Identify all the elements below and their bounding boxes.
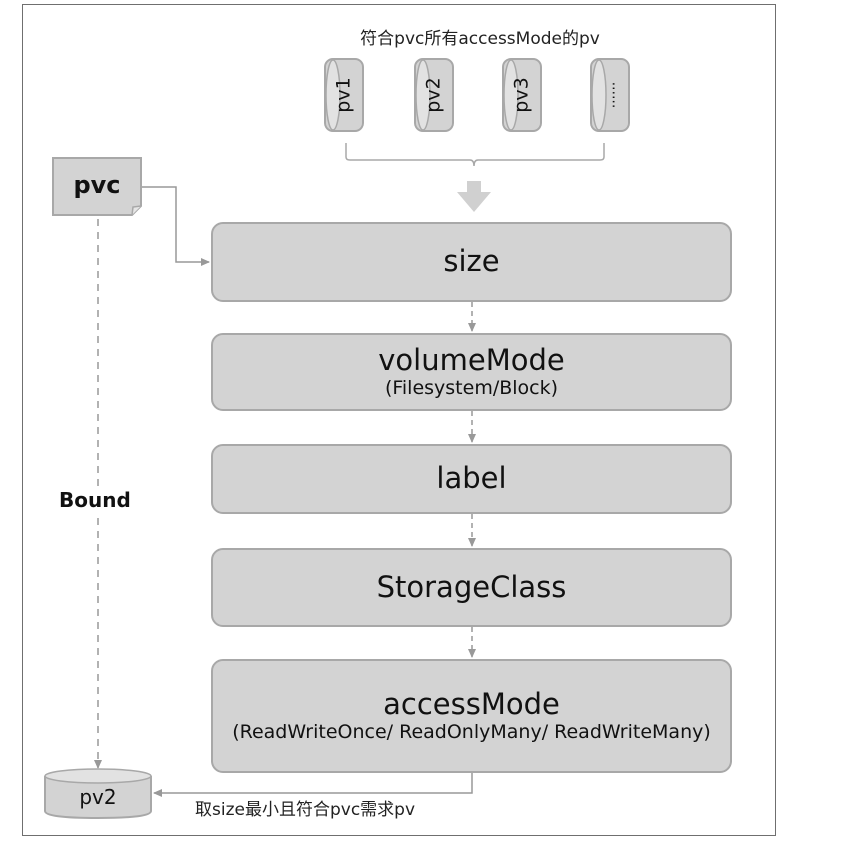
step-title: StorageClass — [376, 569, 567, 604]
drum-icon — [502, 58, 542, 132]
pvc-to-size-connector — [142, 186, 210, 266]
step-size: size — [211, 222, 732, 302]
step-title: volumeMode — [378, 342, 565, 377]
result-pv: pv2 — [44, 768, 152, 820]
step-subtitle: (ReadWriteOnce/ ReadOnlyMany/ ReadWriteM… — [232, 721, 711, 744]
step-access-mode: accessMode (ReadWriteOnce/ ReadOnlyMany/… — [211, 659, 732, 773]
result-connector — [153, 773, 473, 797]
step-title: accessMode — [383, 686, 560, 721]
result-pv-label: pv2 — [79, 785, 117, 809]
bracket — [345, 143, 605, 167]
step-title: label — [436, 461, 507, 496]
note-icon — [52, 157, 142, 216]
drum-icon — [590, 58, 630, 132]
step-volume-mode: volumeMode (Filesystem/Block) — [211, 333, 732, 411]
diagram-frame — [22, 4, 776, 836]
down-arrow-icon — [457, 181, 491, 212]
candidate-pv-3: pv3 — [502, 58, 542, 132]
drum-icon — [44, 768, 152, 820]
drum-icon — [414, 58, 454, 132]
pvc-node: pvc — [52, 157, 142, 217]
candidate-pv-1: pv1 — [324, 58, 364, 132]
candidate-pv-2: pv2 — [414, 58, 454, 132]
result-note: 取size最小且符合pvc需求pv — [195, 800, 416, 820]
candidate-pv-more: ...... — [590, 58, 630, 132]
step-storage-class: StorageClass — [211, 548, 732, 627]
step-label: label — [211, 444, 732, 514]
drum-icon — [324, 58, 364, 132]
candidate-pvs-title: 符合pvc所有accessMode的pv — [360, 29, 600, 49]
bound-label: Bound — [58, 488, 132, 512]
step-title: size — [443, 244, 500, 279]
pvc-label: pvc — [73, 171, 121, 199]
step-subtitle: (Filesystem/Block) — [384, 377, 559, 400]
